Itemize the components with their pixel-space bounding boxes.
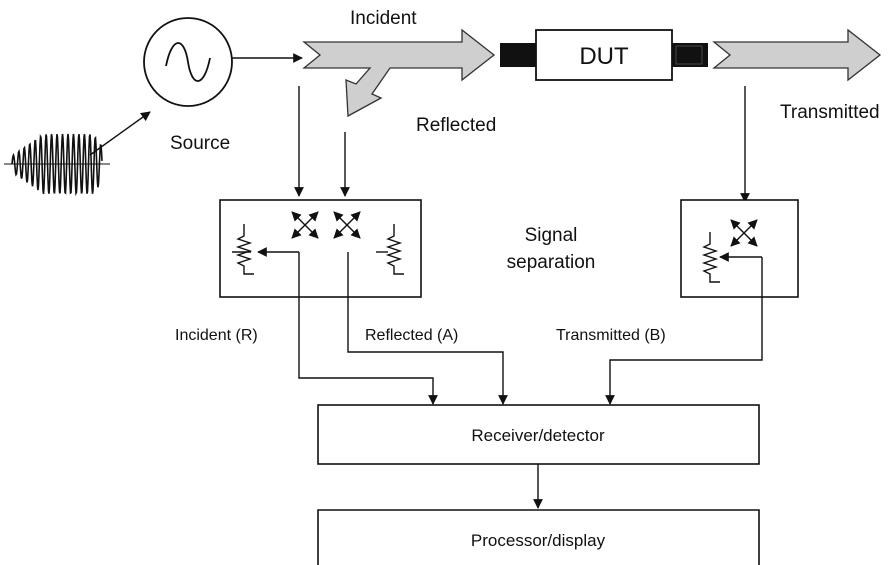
transmitted-b-label: Transmitted (B) <box>556 327 666 344</box>
coupler-cross-icon <box>291 211 319 239</box>
coupler-cross-icon <box>333 211 361 239</box>
dut-label: DUT <box>579 43 629 70</box>
incident-label: Incident <box>350 8 417 29</box>
reflected-label: Reflected <box>416 115 496 136</box>
resistor-icon <box>385 224 404 275</box>
source-label: Source <box>170 133 230 154</box>
processor-display-label: Processor/display <box>471 531 606 550</box>
receiver-detector-label: Receiver/detector <box>471 426 605 445</box>
resistor-icon <box>701 232 720 283</box>
signal-separation-box-right <box>680 199 799 298</box>
sine-wave-icon <box>165 42 211 82</box>
incident-reflected-arrow <box>302 28 496 118</box>
transmitted-b-path <box>605 257 763 405</box>
resistor-icon <box>235 224 254 275</box>
reflected-a-path <box>347 252 508 405</box>
transmitted-arrow <box>712 28 882 82</box>
waveform-to-source-arrow <box>89 111 151 156</box>
transmitted-label: Transmitted <box>780 102 880 123</box>
modulated-signal-waveform <box>4 133 110 197</box>
incident-r-path <box>298 252 438 405</box>
dut-device <box>500 29 708 81</box>
signal-separation-label-line1: Signal <box>525 225 578 246</box>
signal-separation-label-line2: separation <box>507 252 596 273</box>
processor-display-box <box>317 509 760 565</box>
coupler-cross-icon <box>730 219 758 247</box>
signal-separation-box-left <box>219 199 422 298</box>
reflected-a-label: Reflected (A) <box>365 327 458 344</box>
receiver-detector-box <box>317 404 760 465</box>
source-oscillator <box>143 17 233 107</box>
incident-r-label: Incident (R) <box>175 327 258 344</box>
